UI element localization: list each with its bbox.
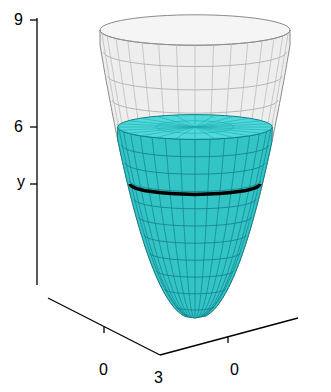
floor-axis: [48, 298, 160, 355]
vessel-rim: [100, 15, 290, 45]
water-meridian: [152, 137, 191, 317]
water-meridian: [202, 132, 266, 317]
axis-value: 6: [14, 119, 23, 135]
water-meridian: [199, 137, 238, 317]
water-meridian: [180, 139, 194, 317]
axis-value: 0: [99, 362, 108, 378]
glass-meridian: [102, 33, 119, 128]
glass-vessel: [100, 30, 290, 318]
water-meridian: [197, 139, 211, 317]
axis-value: 0: [230, 362, 239, 378]
surface-ring: [156, 121, 233, 133]
axes: [30, 18, 298, 355]
tick: [227, 337, 228, 343]
slice-band: [130, 184, 260, 194]
glass-meridian: [260, 38, 275, 132]
floor-axis: [160, 318, 298, 355]
axis-variable: y: [17, 174, 25, 190]
water-meridian: [140, 136, 189, 317]
tick: [103, 327, 104, 333]
glass-meridian: [267, 36, 283, 131]
water-meridian: [201, 136, 250, 317]
water-meridian: [202, 134, 260, 317]
water-meridian: [131, 134, 189, 317]
vertical-axis: [36, 18, 37, 285]
glass-meridian: [271, 33, 288, 128]
axis-value: 9: [14, 12, 23, 28]
tick: [30, 183, 37, 184]
water-volume: [118, 127, 273, 318]
glass-meridian: [116, 38, 131, 132]
tick: [30, 19, 37, 20]
water-meridian: [203, 129, 271, 316]
water-meridian: [195, 139, 196, 317]
axis-value: 3: [154, 370, 163, 386]
water-meridian: [165, 138, 192, 317]
tick: [30, 126, 37, 127]
glass-meridian: [107, 36, 123, 131]
water-surface: [118, 115, 273, 140]
